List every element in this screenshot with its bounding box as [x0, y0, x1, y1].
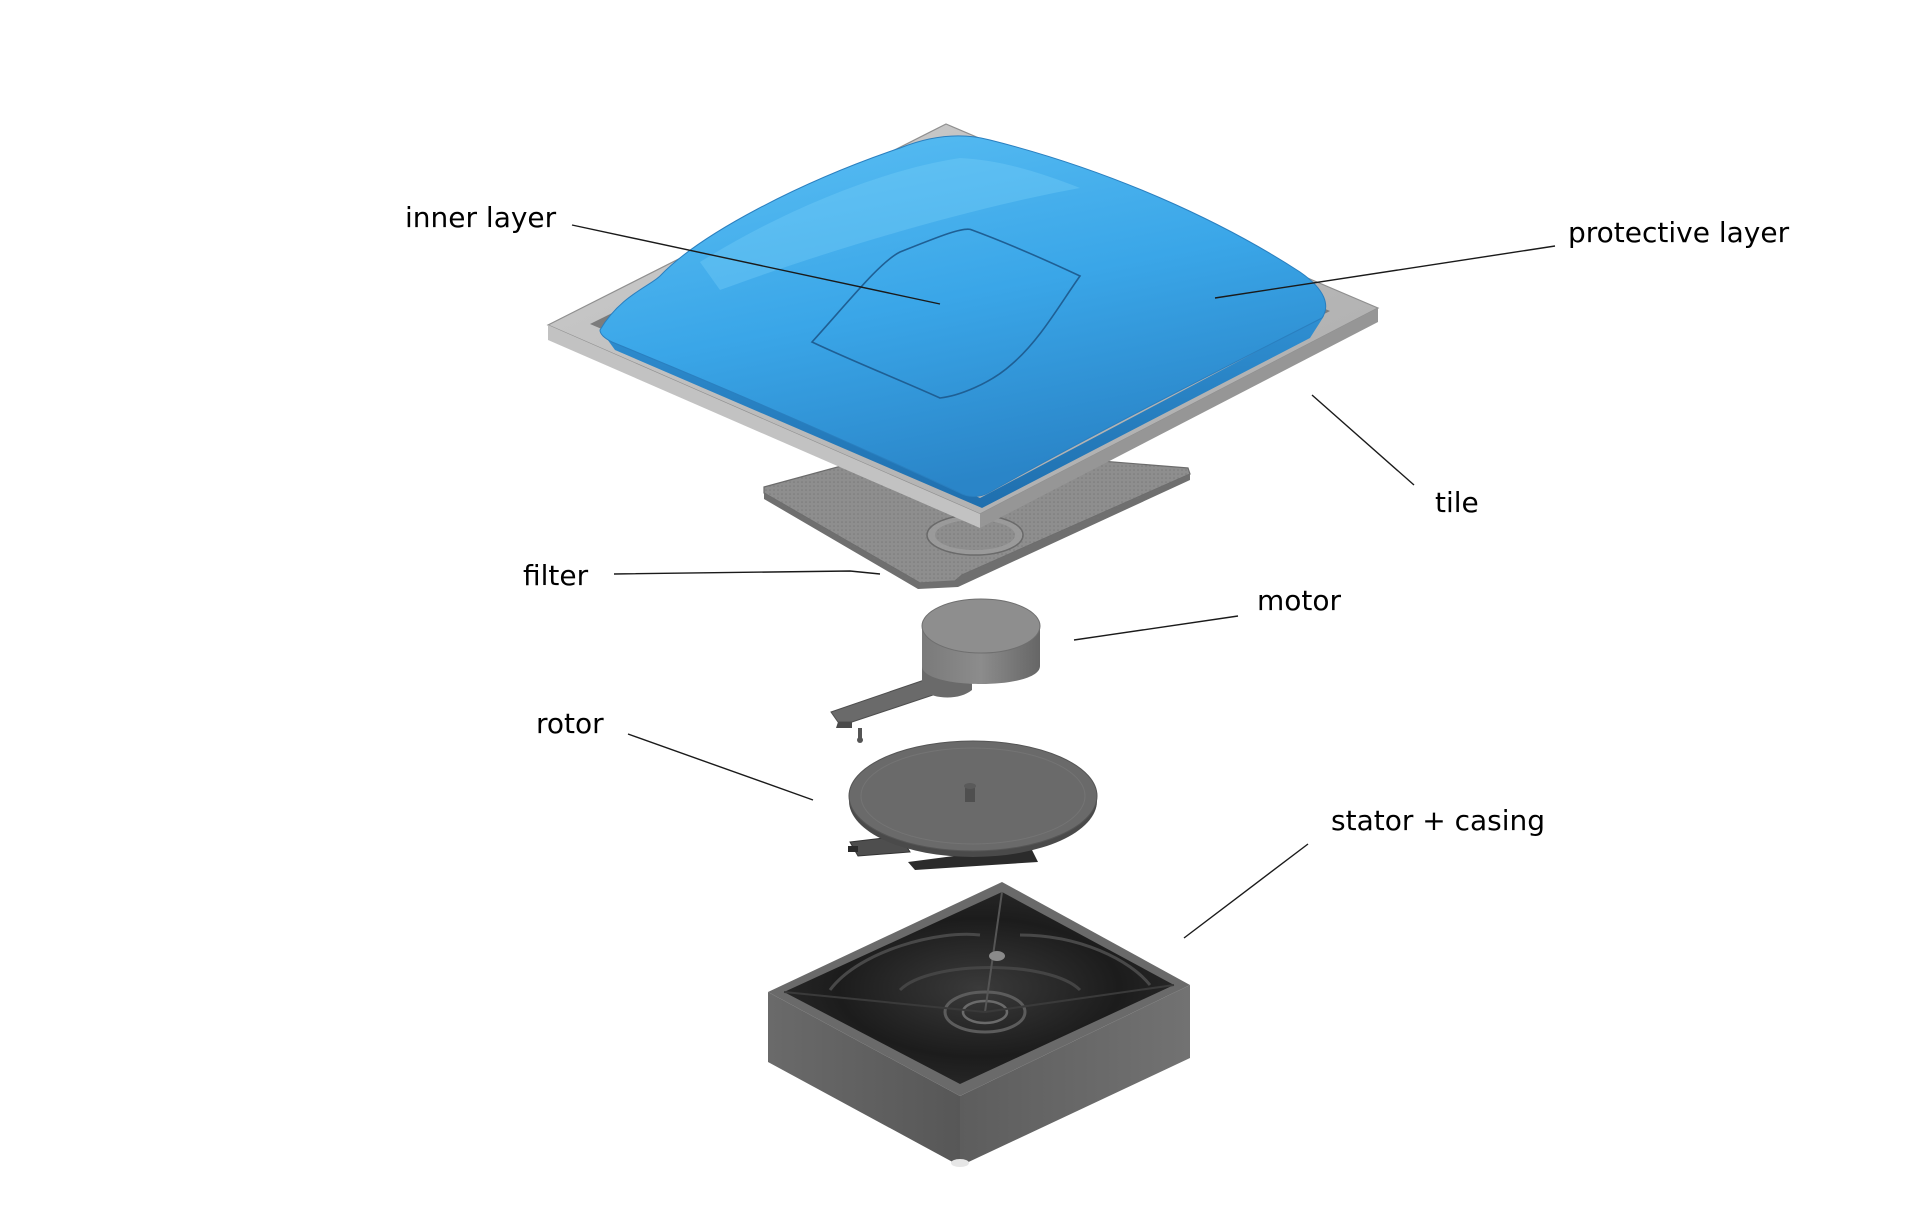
protective-layer-part: [599, 135, 1327, 508]
label-stator-casing: stator + casing: [1331, 804, 1545, 837]
label-filter: filter: [523, 559, 589, 592]
leader-filter: [613, 570, 881, 575]
leader-inner-layer: [571, 224, 941, 305]
label-protective-layer: protective layer: [1568, 216, 1790, 249]
label-rotor: rotor: [536, 707, 604, 740]
leader-rotor: [627, 733, 814, 801]
leader-tile: [1311, 394, 1415, 486]
leader-stator-casing: [1183, 843, 1309, 939]
leader-motor: [1073, 615, 1239, 641]
stator-casing-part: [768, 882, 1190, 1167]
label-inner-layer: inner layer: [405, 201, 557, 234]
label-tile: tile: [1435, 486, 1479, 519]
motor-part: [830, 598, 1041, 743]
inner-layer-part: [810, 228, 1082, 399]
rotor-part: [848, 740, 1098, 870]
leader-protective-layer: [1214, 245, 1556, 299]
labels: inner layer protective layer tile filter…: [405, 201, 1790, 837]
label-motor: motor: [1257, 584, 1342, 617]
leader-lines: [571, 224, 1556, 939]
